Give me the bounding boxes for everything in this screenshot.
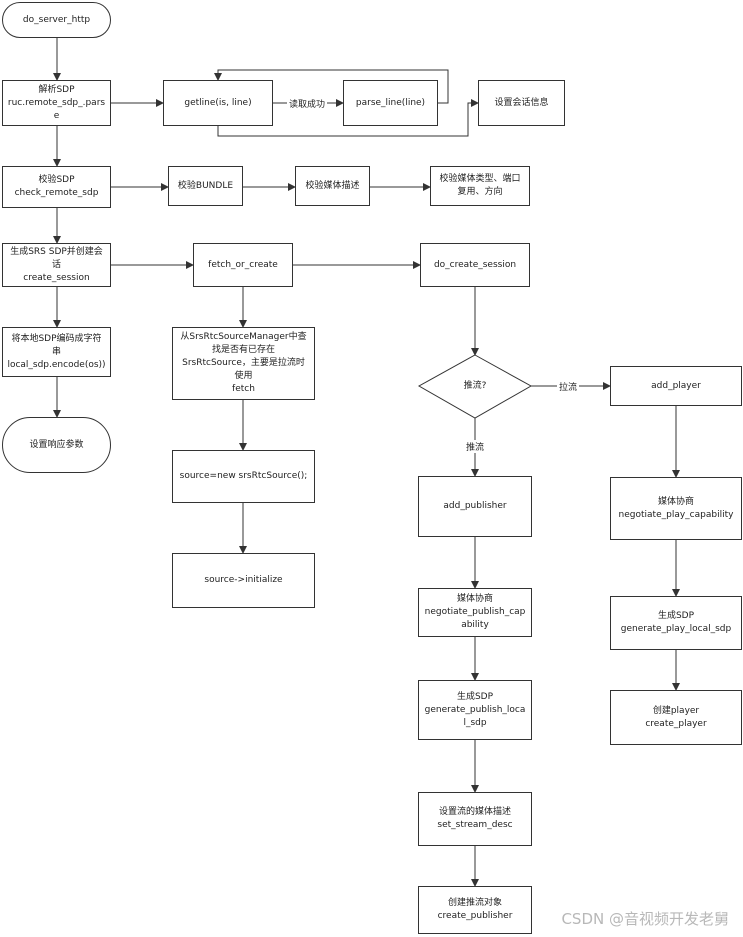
decision-diamond-shape (417, 354, 533, 419)
node-text-line: negotiate_publish_cap (424, 607, 526, 617)
node-text-line: SrsRtcSource，主要是拉流时 (182, 358, 305, 368)
node-text-line: 设置流的媒体描述 (438, 807, 511, 817)
edge-label-read-ok: 读取成功 (287, 97, 328, 110)
node-text-line: 设置响应参数 (29, 439, 84, 450)
node-text-line: 媒体协商 (657, 496, 694, 507)
node-encode-local-sdp: 将本地SDP编码成字符串 local_sdp.encode(os)) (2, 327, 111, 377)
node-text-line: 推流? (463, 380, 487, 391)
node-text-line: 生成SDP (657, 611, 695, 621)
node-text-line: source=new srsRtcSource(); (179, 471, 308, 481)
node-generate-publish-sdp: 生成SDP generate_publish_loca l_sdp (418, 680, 532, 740)
node-text-line: 解析SDP (38, 84, 75, 95)
node-text-line: 将本地SDP编码成字符 (11, 333, 102, 344)
node-text-line: 校验SDP (38, 175, 75, 185)
node-create-player: 创建player create_player (610, 690, 742, 745)
node-text-line: 校验媒体类型、端口 (439, 174, 521, 184)
node-text-line: add_publisher (443, 501, 507, 511)
node-new-source: source=new srsRtcSource(); (172, 450, 315, 503)
node-lookup-source: 从SrsRtcSourceManager中查找是否有已存在 SrsRtcSourc… (172, 327, 315, 400)
node-text-line: parse_line(line) (355, 97, 426, 108)
node-text-line: 校验BUNDLE (177, 180, 234, 191)
node-check-sdp: 校验SDP check_remote_sdp (2, 166, 111, 208)
node-text-line: ruc.remote_sdp_.parse (7, 97, 106, 121)
node-text-line: set_stream_desc (437, 820, 513, 830)
edge-label-pull: 拉流 (557, 380, 580, 393)
node-create-session: 生成SRS SDP并创建会话 create_session (2, 243, 111, 287)
node-parse-sdp: 解析SDP ruc.remote_sdp_.parse (2, 80, 111, 126)
node-text-line: 从SrsRtcSourceManager中查 (180, 332, 307, 342)
node-text-line: l_sdp (463, 717, 487, 728)
node-negotiate-play: 媒体协商 negotiate_play_capability (610, 477, 742, 540)
node-text-line: 生成SDP (456, 691, 494, 702)
node-parse-line: parse_line(line) (343, 80, 438, 126)
node-text-line: 使用 (234, 371, 253, 381)
node-text-line: generate_play_local_sdp (620, 624, 732, 634)
node-text-line: create_session (23, 272, 90, 283)
node-set-stream-desc: 设置流的媒体描述 set_stream_desc (418, 792, 532, 846)
node-text-line: getline(is, line) (184, 97, 252, 108)
node-text-line: do_create_session (433, 259, 517, 270)
node-text-line: local_sdp.encode(os)) (7, 359, 106, 370)
node-text-line: 串 (51, 346, 61, 357)
node-text-line: source->initialize (204, 575, 283, 585)
edge-label-push: 推流 (464, 440, 487, 453)
node-text-line: 校验媒体描述 (305, 180, 360, 191)
node-text-line: 设置会话信息 (494, 97, 549, 108)
node-add-publisher: add_publisher (418, 476, 532, 537)
edge-parseline-loop (214, 69, 449, 104)
node-create-publisher: 创建推流对象 create_publisher (418, 886, 532, 934)
node-add-player: add_player (610, 366, 742, 406)
node-do-server-http: do_server_http (2, 2, 111, 38)
watermark: CSDN @音视频开发老舅 (561, 910, 729, 928)
node-text-line: fetch (232, 384, 255, 394)
node-text-line: fetch_or_create (208, 259, 278, 270)
node-text-line: add_player (651, 380, 701, 391)
node-text-line: 复用、方向 (457, 187, 503, 197)
node-text-line: do_server_http (22, 14, 91, 25)
node-text-line: create_player (645, 718, 707, 729)
node-set-response: 设置响应参数 (2, 417, 111, 473)
node-fetch-or-create: fetch_or_create (193, 243, 293, 287)
node-text-line: 创建player (652, 705, 700, 716)
node-set-session-info: 设置会话信息 (478, 80, 565, 126)
node-generate-play-sdp: 生成SDP generate_play_local_sdp (610, 596, 742, 650)
node-text-line: 话 (51, 259, 61, 270)
node-text-line: 创建推流对象 (447, 898, 502, 908)
node-check-bundle: 校验BUNDLE (168, 166, 243, 206)
node-getline: getline(is, line) (163, 80, 273, 126)
decision-is-publish: 推流? (444, 376, 506, 396)
node-check-media-type: 校验媒体类型、端口复用、方向 (430, 166, 530, 206)
node-text-line: 媒体协商 (456, 594, 493, 604)
node-do-create-session: do_create_session (420, 243, 530, 287)
node-text-line: ability (461, 620, 489, 630)
node-text-line: check_remote_sdp (14, 188, 99, 198)
node-text-line: 生成SRS SDP并创建会 (10, 246, 103, 257)
node-source-initialize: source->initialize (172, 553, 315, 608)
node-text-line: negotiate_play_capability (618, 509, 734, 520)
node-text-line: create_publisher (437, 911, 513, 921)
node-text-line: generate_publish_loca (424, 704, 526, 715)
node-check-media-desc: 校验媒体描述 (295, 166, 370, 206)
edge-getline-to-session-info (217, 99, 479, 137)
node-text-line: 找是否有已存在 (211, 345, 275, 355)
